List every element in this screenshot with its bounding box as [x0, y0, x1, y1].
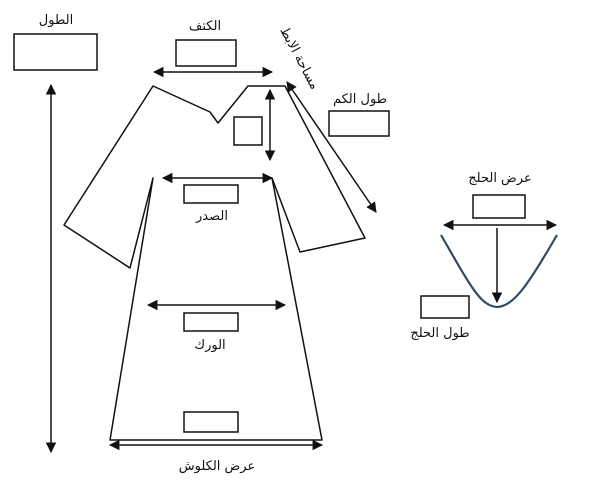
chest-label: الصدر — [195, 209, 228, 224]
hip-box[interactable] — [183, 312, 239, 332]
neck-width-label: عرض الحلج — [468, 171, 531, 186]
sleeve-length-arrow — [286, 81, 377, 213]
chest-box[interactable] — [183, 184, 239, 204]
armhole-label: مساحة الابط — [276, 25, 321, 93]
neck-curve — [440, 234, 558, 309]
hem-width-box[interactable] — [183, 411, 239, 433]
hip-label: الورك — [194, 338, 225, 353]
shoulder-label: الكتف — [189, 19, 221, 34]
neck-width-box[interactable] — [472, 194, 526, 219]
neck-depth-box[interactable] — [420, 295, 470, 319]
sleeve-length-label: طول الكم — [333, 92, 387, 107]
garment-outline — [63, 85, 366, 441]
hem-width-label: عرض الكلوش — [179, 459, 255, 474]
pocket — [233, 116, 263, 146]
sleeve-length-box[interactable] — [328, 110, 390, 137]
shoulder-box[interactable] — [175, 39, 237, 67]
neck-depth-label: طول الحلج — [410, 326, 469, 341]
length-box[interactable] — [13, 33, 98, 71]
length-label: الطول — [39, 13, 73, 28]
